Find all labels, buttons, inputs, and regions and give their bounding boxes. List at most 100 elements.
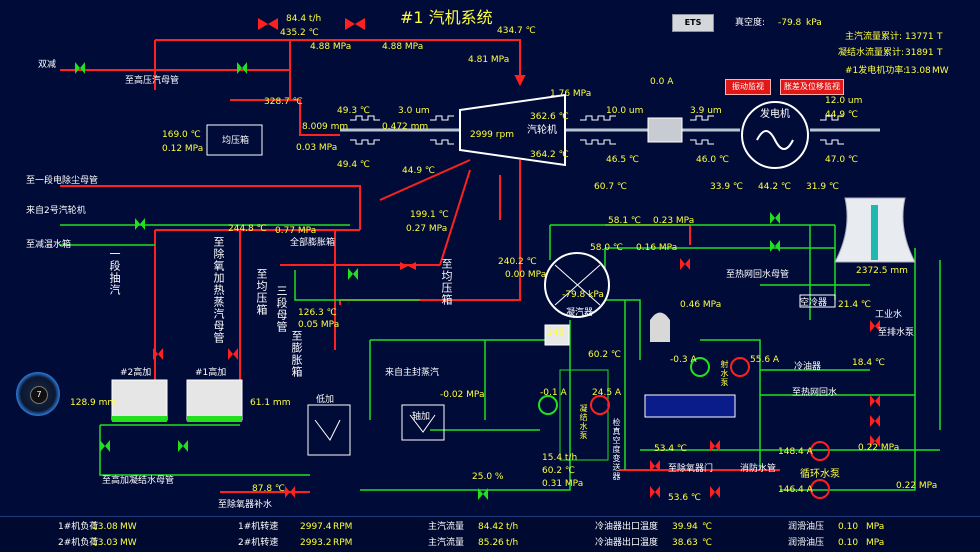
deaerator-door-label: 至除氧器门 — [668, 464, 714, 474]
bottom-value-3: 2997.4 — [300, 522, 332, 532]
bottom-value-7: 39.94 — [672, 522, 698, 532]
bottom-value-1: 13.08 — [92, 522, 118, 532]
v-2448: 244.8 — [228, 224, 254, 234]
v-581: 58.1 — [608, 216, 629, 226]
expansion-monitor-button[interactable]: 胀差及位移监视 — [780, 79, 844, 95]
u-536: ℃ — [690, 493, 702, 503]
u-154: t/h — [564, 453, 578, 463]
v-rpm: 2999 — [470, 130, 493, 140]
v-cur245: 24.5 — [592, 388, 613, 398]
bottom-unit-6: t/h — [506, 538, 519, 548]
bottom-unit-10: MPa — [866, 538, 885, 548]
u-3626: ℃ — [558, 112, 569, 122]
jet-pump-label: 射水泵 — [720, 360, 729, 387]
u-077: MPa — [297, 226, 317, 236]
u-8009: mm — [330, 122, 349, 132]
low-heater[interactable] — [307, 404, 351, 456]
heater-2[interactable] — [111, 379, 168, 421]
nav-number: 7 — [30, 386, 48, 404]
turbine-flow-diagram — [60, 18, 941, 500]
u-0472: mm — [410, 122, 429, 132]
u-022b: MPa — [918, 481, 938, 491]
vacuum-value: -79.8 — [778, 18, 802, 28]
u-023a: MPa — [675, 216, 695, 226]
u-cond-vac: kPa — [588, 290, 604, 300]
turbine-casing[interactable] — [459, 93, 566, 167]
u-curm03: A — [690, 355, 697, 365]
condenser[interactable] — [544, 252, 610, 318]
v-493a: 49.3 — [337, 106, 358, 116]
water-accum-label: 凝结水流量累计: — [838, 48, 905, 58]
heater-1[interactable] — [186, 379, 243, 421]
to-heat-pump-label: 至除氧器补水 — [218, 500, 273, 510]
vibration-monitor-button[interactable]: 振动监视 — [725, 79, 771, 95]
u-534: ℃ — [676, 444, 688, 454]
pressure-box[interactable] — [206, 124, 263, 156]
coupling — [647, 117, 683, 143]
v-mm002: -0.02 — [440, 390, 464, 400]
u-607: ℃ — [616, 182, 628, 192]
power-value: 13.08 — [905, 66, 931, 76]
power-unit: MW — [932, 66, 949, 76]
steam-accum-label: 主汽流量累计: — [845, 32, 903, 42]
u-580: ℃ — [612, 243, 624, 253]
bottom-unit-1: MW — [120, 522, 137, 532]
bottom-value-9: 0.10 — [838, 522, 859, 532]
v-154: 15.4 — [542, 453, 563, 463]
green-valves[interactable] — [75, 62, 780, 500]
heater-2-level — [112, 416, 167, 422]
v-main-press: 4.88 — [310, 42, 331, 52]
u-046: MPa — [702, 300, 722, 310]
u-000: MPa — [527, 270, 547, 280]
v-012: 0.12 — [162, 144, 183, 154]
v-cur00: 0.0 — [650, 77, 665, 87]
v-460: 46.0 — [696, 155, 717, 165]
red-valves[interactable] — [153, 18, 880, 498]
u-cur556: A — [772, 355, 780, 365]
bottom-label-9: 润滑油压 — [788, 522, 825, 532]
cooling-tower — [834, 197, 916, 263]
u-012: MPa — [184, 144, 204, 154]
air-cooler — [799, 294, 836, 308]
hotwell — [544, 324, 570, 346]
v-cur1484: 148.4 — [778, 447, 804, 457]
u-184: ℃ — [874, 358, 886, 368]
v-536: 53.6 — [668, 493, 689, 503]
steam-accum-unit: T — [937, 32, 943, 42]
v-1991: 199.1 — [410, 210, 436, 220]
u-319: ℃ — [828, 182, 840, 192]
navigation-wheel[interactable]: 7 — [16, 372, 60, 416]
v-003: 0.03 — [296, 143, 317, 153]
v-145: 145 — [547, 328, 565, 338]
circ-line-right — [780, 248, 916, 491]
to-expand-label: 至膨胀箱 — [290, 330, 303, 378]
heat-net-return-label: 至热网回水 — [792, 388, 838, 398]
v-cond-vac: -79.8 — [562, 290, 586, 300]
cold-bed-label: 冷油器 — [794, 362, 822, 372]
generator[interactable] — [741, 101, 809, 169]
bottom-unit-4: RPM — [333, 538, 353, 548]
ets-button[interactable]: ETS — [672, 14, 714, 32]
aux-heater[interactable] — [401, 404, 445, 441]
u-003: MPa — [318, 143, 338, 153]
v-023a: 0.23 — [653, 216, 674, 226]
air-cooler-label: 空冷器 — [800, 298, 828, 308]
bottom-label-6: 主汽流量 — [428, 538, 465, 548]
bottom-unit-7: ℃ — [702, 522, 713, 532]
v-1289: 128.9 — [70, 398, 96, 408]
heater-water-2 — [99, 425, 310, 476]
vacuum-unit: kPa — [806, 18, 822, 28]
vacuum-valve-label: 检真空度变送器 — [612, 418, 621, 481]
v-main-temp: 435.2 — [280, 28, 306, 38]
v-022b: 0.22 — [896, 481, 917, 491]
u-602b: ℃ — [564, 466, 576, 476]
steam-accum-value: 13771 — [905, 32, 934, 42]
v-470: 47.0 — [825, 155, 846, 165]
v-442: 44.2 — [758, 182, 779, 192]
v-534: 53.4 — [654, 444, 675, 454]
bottom-label-5: 主汽流量 — [428, 522, 465, 532]
u-main-temp: ℃ — [308, 28, 319, 38]
v-inlet-press: 4.81 — [468, 55, 489, 65]
u-curm01: A — [560, 388, 567, 398]
v-100: 10.0 — [606, 106, 627, 116]
